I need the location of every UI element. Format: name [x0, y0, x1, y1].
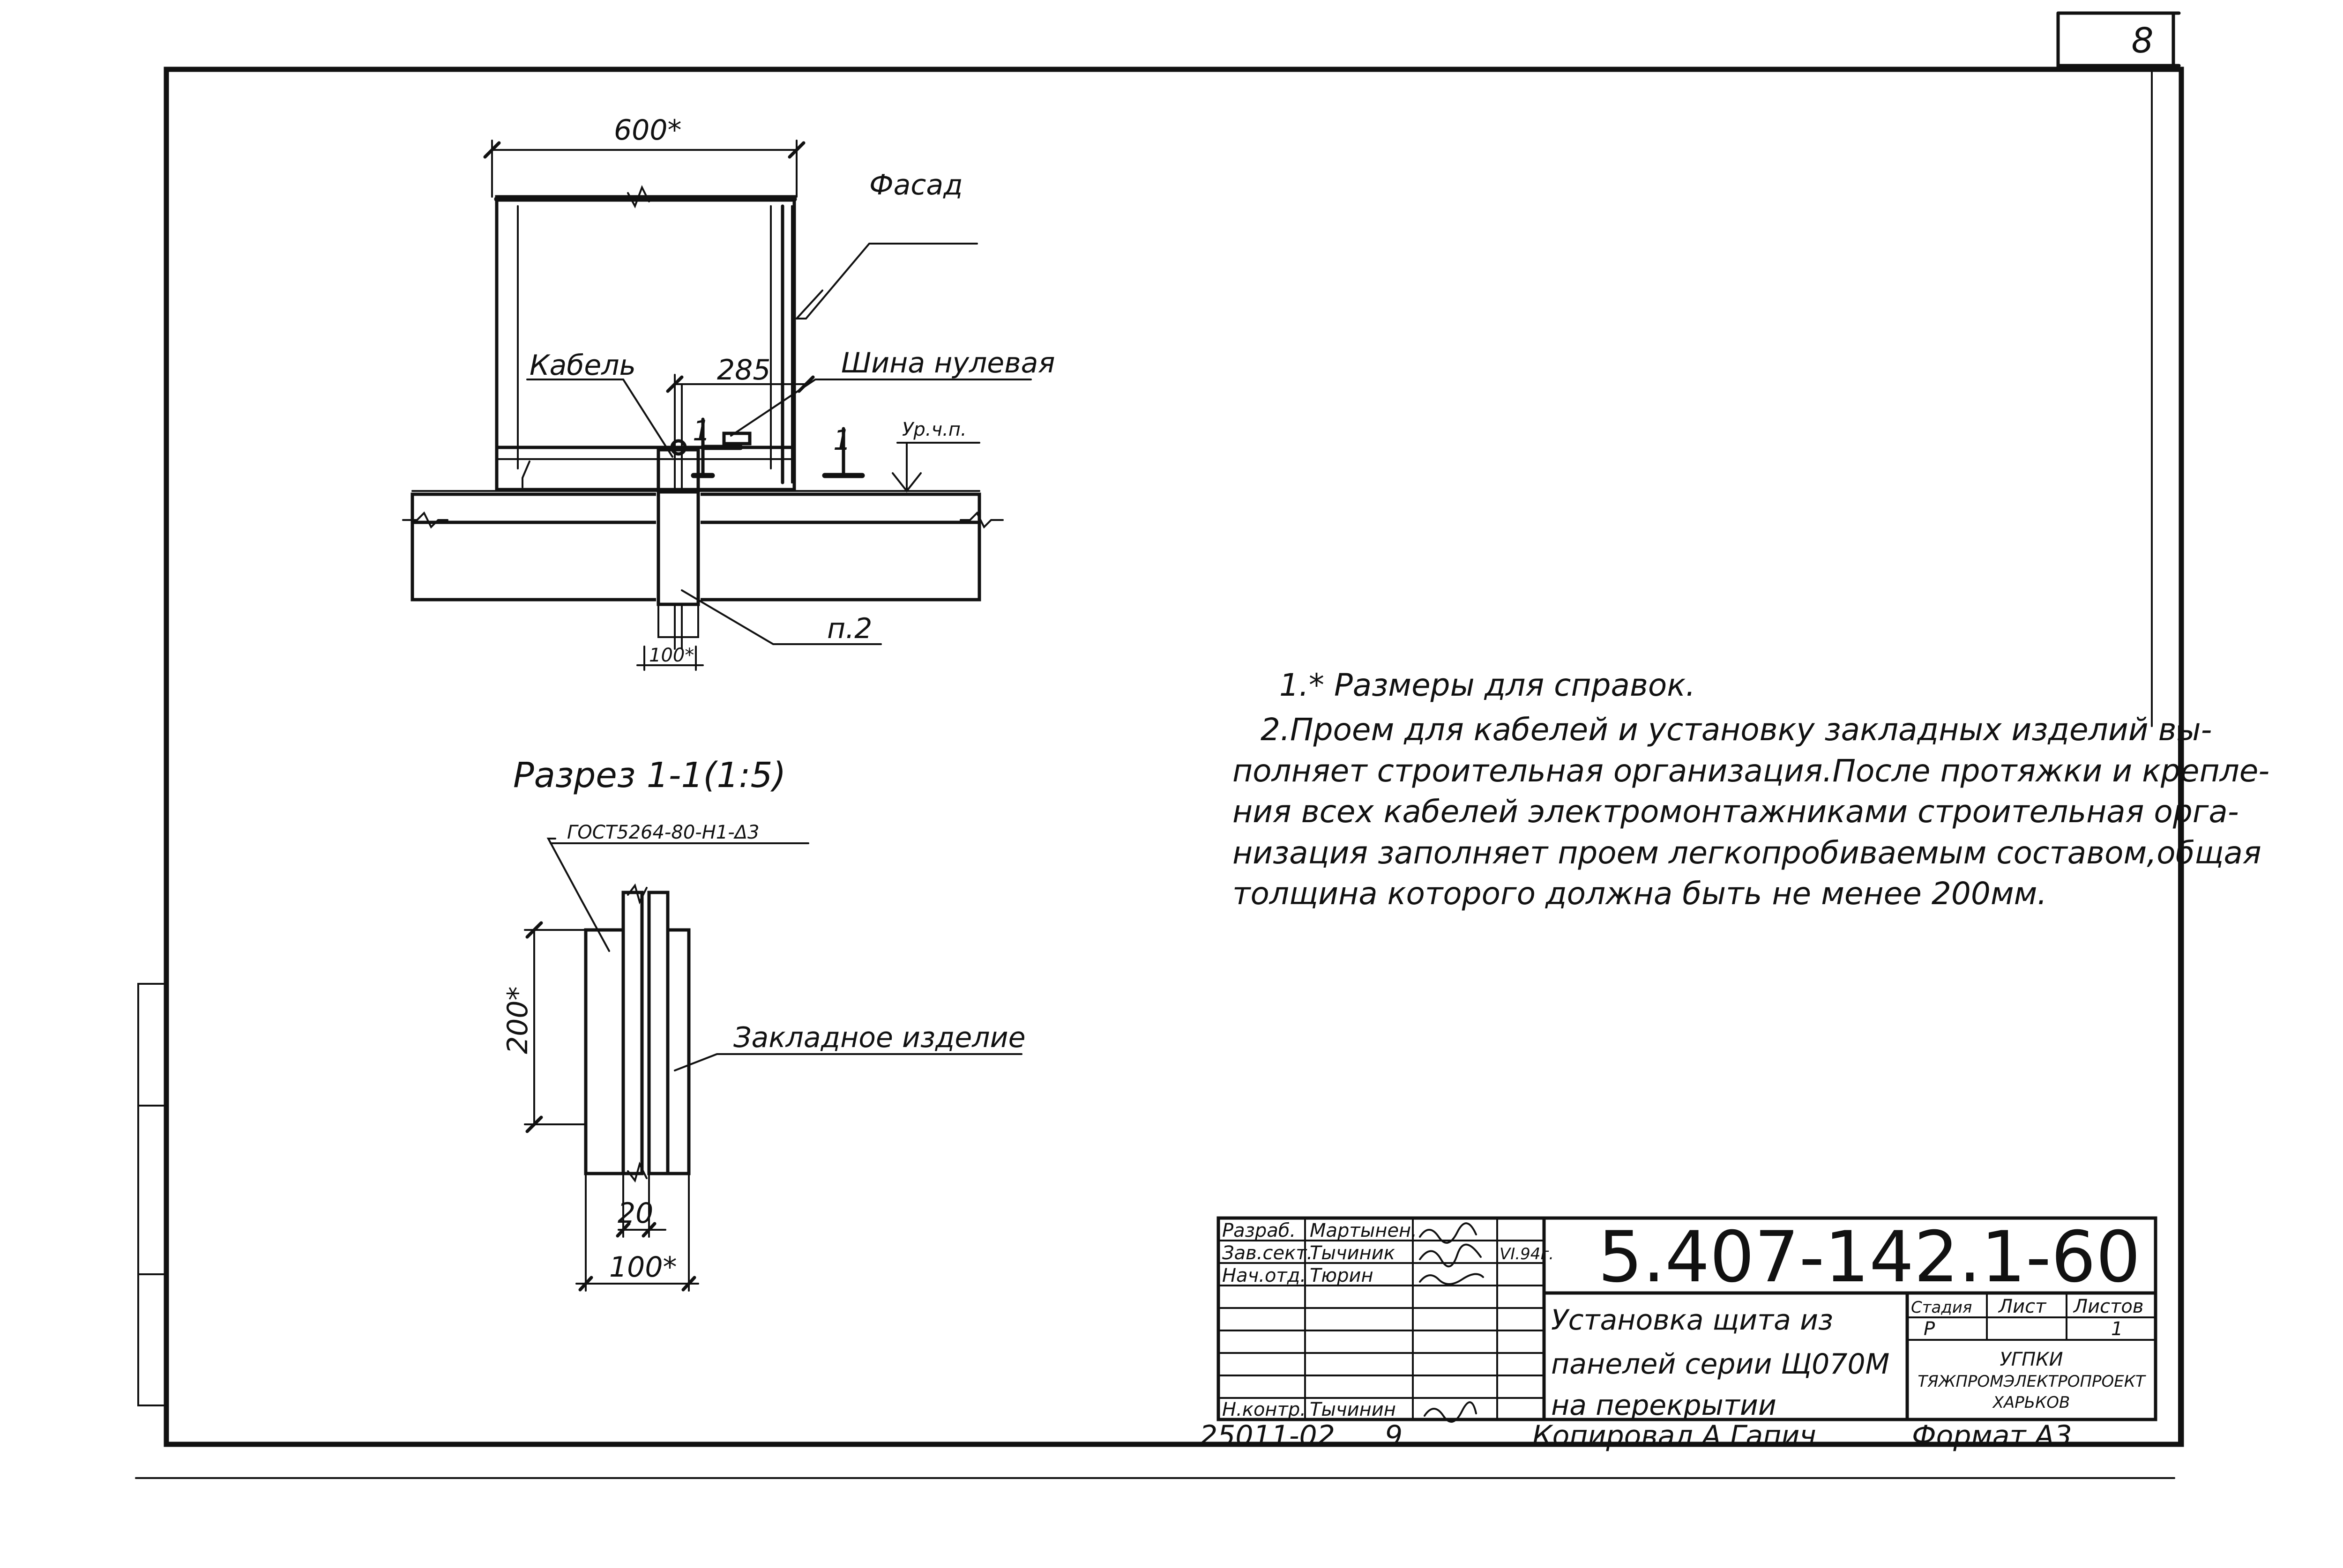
tb-stage-value: Р: [1924, 1318, 1935, 1340]
dim-bottom-100: 100*: [649, 645, 694, 666]
label-facade: Фасад: [869, 169, 963, 201]
doc-code: 5.407-142.1-60: [1598, 1217, 2141, 1298]
dim-width-600: 600*: [614, 114, 682, 147]
tb-name-2: Тычиник: [1310, 1242, 1395, 1264]
tb-org-line-3: ХАРЬКОВ: [1992, 1393, 2070, 1412]
dim-inner-285: 285: [717, 354, 771, 386]
tb-title-line-2: панелей серии Щ070М: [1551, 1348, 1889, 1381]
section-drawing: [524, 838, 1022, 1292]
doc-sheet: 9: [1385, 1419, 1403, 1452]
dim-small-20: 20: [618, 1197, 653, 1230]
format-a3: Формат А3: [1912, 1419, 2072, 1452]
section-caption: Разрез 1-1(1:5): [513, 755, 786, 795]
label-busbar: Шина нулевая: [841, 347, 1055, 379]
note-line-1: 1.* Размеры для справок.: [1279, 667, 1695, 703]
doc-number: 25011-02: [1200, 1419, 1335, 1452]
dim-height-200: 200*: [501, 986, 534, 1054]
tb-name-3: Тюрин: [1310, 1265, 1373, 1286]
tb-name-1: Мартынен.: [1310, 1220, 1417, 1241]
copied-by: Копировал А.Гапич: [1532, 1419, 1816, 1452]
tb-role-3: Нач.отд.: [1222, 1265, 1306, 1286]
tb-title-line-3: на перекрытии: [1551, 1389, 1776, 1422]
tb-role-4: Н.контр.: [1222, 1399, 1306, 1420]
tb-sheets-header: Листов: [2073, 1296, 2143, 1317]
note-line-6: толщина которого должна быть не менее 20…: [1232, 876, 2047, 912]
label-embedded-item: Закладное изделие: [733, 1021, 1026, 1054]
tb-name-4: Тычинин: [1310, 1399, 1396, 1420]
tb-sheet-header: Лист: [1998, 1296, 2047, 1317]
section-mark-right: 1: [833, 424, 851, 457]
sheet-frame: [135, 11, 2184, 1479]
page-number: 8: [2131, 21, 2153, 61]
notes-block: 1.* Размеры для справок. 2.Проем для каб…: [1232, 667, 2269, 912]
title-block: [1216, 1216, 2157, 1423]
note-line-5: низация заполняет проем легкопробиваемым…: [1232, 835, 2261, 871]
dim-section-100: 100*: [609, 1251, 677, 1284]
tb-role-1: Разраб.: [1222, 1220, 1296, 1241]
tb-org-line-2: ТЯЖПРОМЭЛЕКТРОПРОЕКТ: [1918, 1372, 2146, 1391]
note-line-3: полняет строительная организация.После п…: [1232, 753, 2269, 789]
note-line-4: ния всех кабелей электромонтажниками стр…: [1232, 794, 2239, 830]
tb-sheets-value: 1: [2111, 1318, 2123, 1340]
tb-title-line-1: Установка щита из: [1551, 1304, 1833, 1337]
label-cable: Кабель: [530, 349, 636, 382]
label-item-2: п.2: [827, 612, 872, 645]
facade-drawing: 1 1: [402, 140, 1032, 671]
tb-date: VI.94г.: [1500, 1245, 1554, 1263]
note-line-2: 2.Проем для кабелей и установку закладны…: [1261, 712, 2212, 748]
tb-stage-header: Стадия: [1911, 1298, 1972, 1317]
tb-org-line-1: УГПКИ: [2000, 1349, 2063, 1370]
section-standard: ГОСТ5264-80-Н1-Δ3: [567, 822, 759, 843]
label-floor-level: Ур.ч.п.: [902, 419, 967, 440]
section-mark-left: 1: [693, 415, 710, 447]
tb-role-2: Зав.сект.: [1222, 1242, 1313, 1264]
